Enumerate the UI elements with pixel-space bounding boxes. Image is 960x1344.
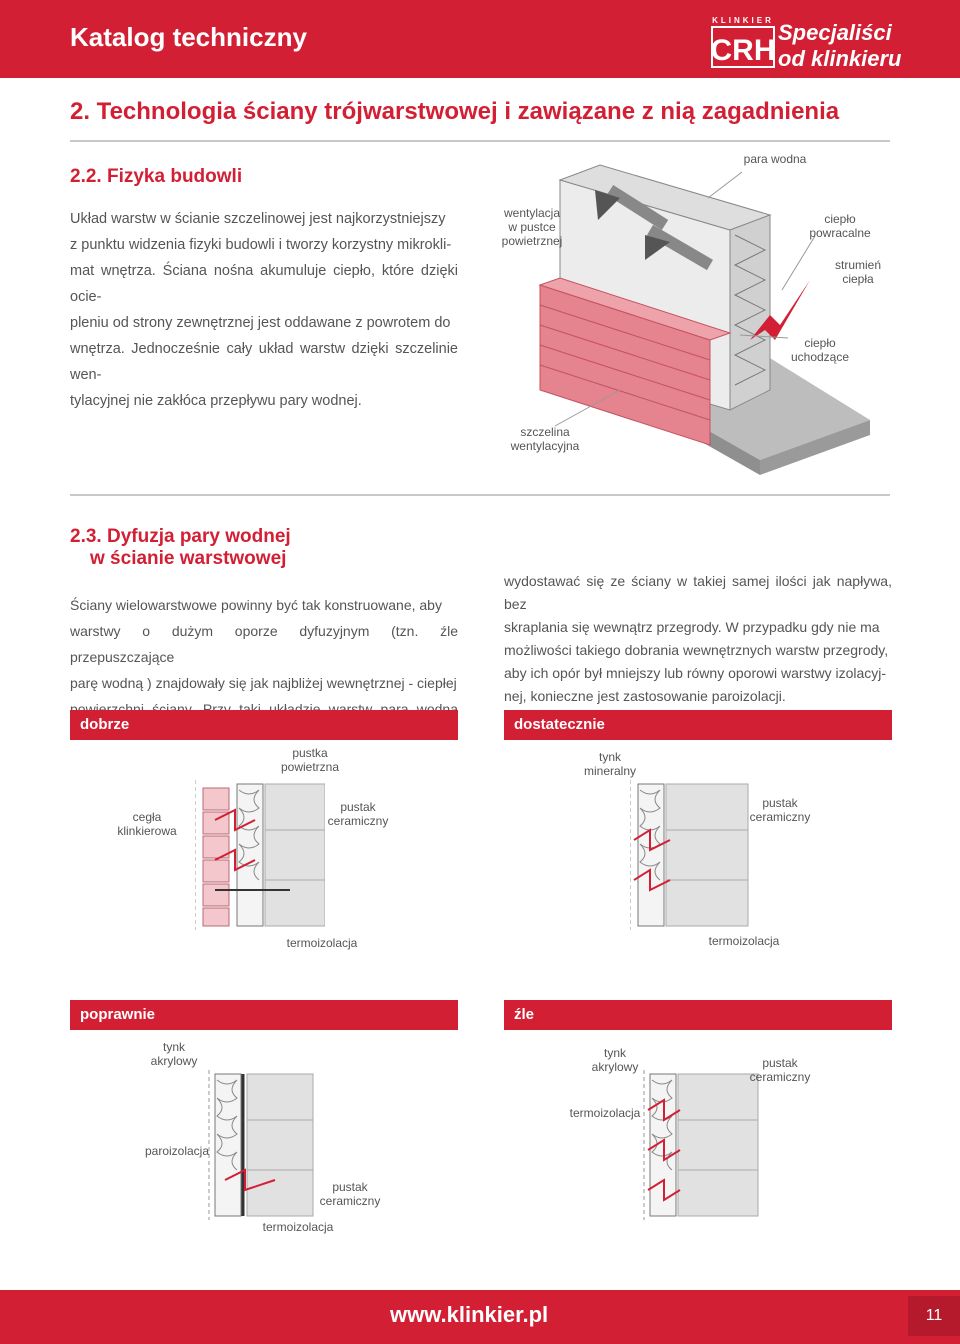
separator — [70, 494, 890, 496]
text-line: możliwości takiego dobrania wewnętrznych… — [504, 642, 889, 658]
logo-tagline: Specjaliści od klinkieru — [778, 20, 901, 72]
footer-bar — [0, 1290, 960, 1344]
label-line: wentylacja — [503, 206, 561, 220]
label-termoizolacja: termoizolacja — [262, 1220, 334, 1234]
footer-url-link[interactable]: www.klinkier.pl — [390, 1302, 549, 1327]
label-line: szczelina — [520, 425, 570, 439]
label-line: wentylacyjna — [510, 439, 580, 453]
text-line: parę wodną ) znajdowały się jak najbliże… — [70, 675, 457, 691]
title-line: w ścianie warstwowej — [90, 548, 287, 569]
label-line: pustak — [340, 800, 376, 814]
label-line: strumień — [834, 258, 881, 272]
panel-header-zle: źle — [504, 1000, 892, 1030]
text-line: tylacyjnej nie zakłóca przepływu pary wo… — [70, 393, 362, 409]
panel-header-poprawnie: poprawnie — [70, 1000, 458, 1030]
label-line: ciepła — [842, 272, 874, 286]
label-line: ciepło — [804, 336, 836, 350]
tagline-line2: od klinkieru — [778, 46, 902, 71]
text-line: z punktu widzenia fizyki budowli i tworz… — [70, 237, 452, 253]
text-line: wnętrza. Jednocześnie cały układ warstw … — [70, 341, 458, 383]
wall-section-dobrze — [195, 780, 325, 930]
text-line: Ściany wielowarstwowe powinny być tak ko… — [70, 597, 442, 613]
wall-section-zle — [643, 1070, 759, 1220]
label-szczelina: szczelina wentylacyjna — [500, 425, 590, 453]
header-bar — [0, 0, 960, 78]
label-line: akrylowy — [591, 1060, 639, 1074]
label-cieplo-uchodzace: ciepło uchodzące — [780, 336, 860, 364]
label-line: mineralny — [583, 764, 637, 778]
wall-section-poprawnie — [208, 1070, 314, 1220]
text-line: skraplania się wewnątrz przegrody. W prz… — [504, 619, 880, 635]
label-termoizolacja: termoizolacja — [286, 936, 358, 950]
label-line: pustak — [762, 1056, 798, 1070]
label-line: ceramiczny — [327, 814, 389, 828]
title-line: 2.3. Dyfuzja pary wodnej — [70, 526, 291, 547]
label-line: powietrzna — [280, 760, 340, 774]
label-paroizolacja: paroizolacja — [144, 1144, 210, 1158]
label-wentylacja: wentylacja w pustce powietrznej — [493, 206, 571, 248]
subsection-title-22: 2.2. Fizyka budowli — [70, 166, 243, 187]
label-line: tynk — [603, 1046, 626, 1060]
paragraph-23-right: wydostawać się ze ściany w takiej samej … — [504, 570, 892, 708]
label-line: pustak — [332, 1180, 368, 1194]
label-line: powietrznej — [501, 234, 563, 248]
label-line: ciepło — [824, 212, 856, 226]
section-title: 2. Technologia ściany trójwarstwowej i z… — [70, 98, 840, 125]
label-line: akrylowy — [150, 1054, 198, 1068]
subsection-title-23: 2.3. Dyfuzja pary wodnej w ścianie warst… — [70, 526, 291, 570]
logo-letters: CRH — [711, 34, 776, 67]
paragraph-22: Układ warstw w ścianie szczelinowej jest… — [70, 206, 458, 414]
label-strumien-ciepla: strumień ciepła — [818, 258, 898, 286]
company-logo: KLINKIER CRH — [710, 14, 776, 70]
text-line: wydostawać się ze ściany w takiej samej … — [504, 573, 892, 612]
label-line: powracalne — [809, 226, 871, 240]
label-line: klinkierowa — [117, 824, 177, 838]
label-para-wodna: para wodna — [743, 152, 807, 166]
panel-header-dobrze: dobrze — [70, 710, 458, 740]
panel-header-dostatecznie: dostatecznie — [504, 710, 892, 740]
label-line: ceramiczny — [319, 1194, 381, 1208]
label-line: tynk — [162, 1040, 185, 1054]
separator — [70, 140, 890, 142]
heat-flow-arrow — [750, 280, 810, 340]
text-line: mat wnętrza. Ściana nośna akumuluje ciep… — [70, 263, 458, 305]
label-line: uchodzące — [790, 350, 850, 364]
label-cieplo-powracalne: ciepło powracalne — [800, 212, 880, 240]
label-line: tynk — [598, 750, 621, 764]
wall-section-dostatecznie — [630, 780, 749, 930]
label-line: w pustce — [508, 220, 556, 234]
catalog-title: Katalog techniczny — [70, 22, 307, 52]
label-line: pustka — [292, 746, 328, 760]
text-line: aby ich opór był mniejszy lub równy opor… — [504, 665, 887, 681]
text-line: pleniu od strony zewnętrznej jest oddawa… — [70, 315, 451, 331]
text-line: nej, konieczne jest zastosowanie paroizo… — [504, 688, 786, 704]
tagline-line1: Specjaliści — [778, 20, 892, 45]
label-line: pustak — [762, 796, 798, 810]
label-line: ceramiczny — [749, 1070, 811, 1084]
text-line: warstwy o dużym oporze dyfuzyjnym (tzn. … — [70, 623, 458, 665]
label-termoizolacja: termoizolacja — [708, 934, 780, 948]
text-line: Układ warstw w ścianie szczelinowej jest… — [70, 211, 446, 227]
label-line: cegła — [132, 810, 162, 824]
page-number: 11 — [908, 1296, 960, 1336]
logo-brand-text: KLINKIER — [712, 16, 774, 25]
label-termoizolacja: termoizolacja — [569, 1106, 641, 1120]
vapor-arrows — [595, 184, 714, 271]
label-line: ceramiczny — [749, 810, 811, 824]
wall-diagram — [538, 164, 870, 475]
